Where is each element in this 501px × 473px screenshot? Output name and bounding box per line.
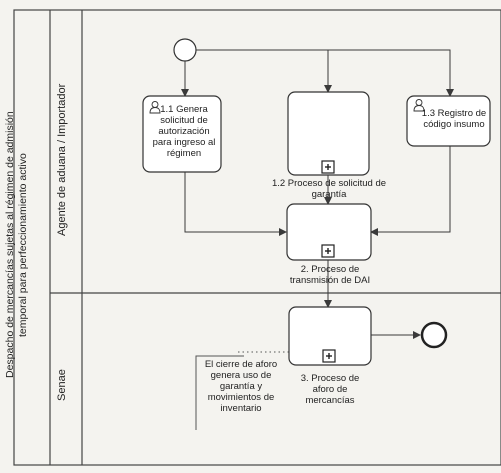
subprocess-1-2[interactable] — [287, 91, 370, 176]
task-1-1-line: 1.1 Genera — [160, 104, 208, 115]
pool-title-line-1: Despacho de mercancías sujetas al régime… — [4, 111, 16, 379]
subprocess-3-line: 3. Proceso de — [300, 373, 360, 384]
annotation-line: genera uso de — [210, 370, 272, 381]
subprocess-2[interactable] — [286, 203, 372, 261]
subprocess-3-line: mercancías — [305, 395, 355, 406]
subprocess-1-2-line: garantía — [311, 189, 347, 200]
subprocess-2-line: transmisión de DAI — [289, 275, 371, 286]
annotation-line: garantía y — [219, 381, 263, 392]
subprocess-1-2-line: 1.2 Proceso de solicitud de — [271, 178, 387, 189]
task-1-1-line: para ingreso al — [152, 137, 216, 148]
lane-label-agent: Agente de aduana / Importador — [56, 83, 68, 237]
task-1-1-line: autorización — [158, 126, 210, 137]
start-event[interactable] — [173, 38, 197, 62]
plus-marker-icon — [321, 160, 335, 174]
flow-t13-to-t2 — [370, 146, 451, 236]
task-1-1-line: solicitud de — [160, 115, 208, 126]
task-1-3-line: 1.3 Registro de — [421, 108, 487, 119]
task-1-1[interactable] — [142, 95, 222, 173]
pool-border — [13, 9, 501, 466]
lane-label-senae: Senae — [56, 369, 68, 401]
subprocess-3[interactable] — [288, 306, 372, 366]
subprocess-2-line: 2. Proceso de — [300, 264, 360, 275]
flow-start-to-t13 — [196, 49, 454, 97]
text-annotation: El cierre de aforo genera uso de garantí… — [198, 359, 284, 414]
subprocess-3-line: aforo de — [312, 384, 348, 395]
annotation-line: inventario — [220, 403, 262, 414]
subprocess-2-label: 2. Proceso de transmisión de DAI — [278, 264, 382, 286]
task-1-1-line: régimen — [166, 148, 202, 159]
user-icon — [413, 99, 425, 112]
plus-marker-icon — [321, 244, 335, 258]
end-event[interactable] — [420, 321, 448, 349]
task-1-1-label: 1.1 Genera solicitud de autorización par… — [146, 104, 222, 159]
flow-t11-to-t2 — [184, 172, 287, 236]
pool-title: Despacho de mercancías sujetas al régime… — [4, 30, 30, 460]
annotation-line: movimientos de — [207, 392, 275, 403]
subprocess-3-label: 3. Proceso de aforo de mercancías — [286, 373, 374, 406]
task-1-3[interactable] — [406, 95, 491, 147]
task-1-3-line: código insumo — [423, 119, 485, 130]
plus-marker-icon — [322, 349, 336, 363]
subprocess-1-2-label: 1.2 Proceso de solicitud de garantía — [262, 178, 396, 200]
user-icon — [149, 101, 161, 114]
annotation-bracket — [195, 355, 244, 430]
pool-title-line-2: temporal para perfeccionamiento activo — [17, 153, 29, 337]
annotation-line: El cierre de aforo — [204, 359, 278, 370]
task-1-3-label: 1.3 Registro de código insumo — [414, 108, 494, 130]
